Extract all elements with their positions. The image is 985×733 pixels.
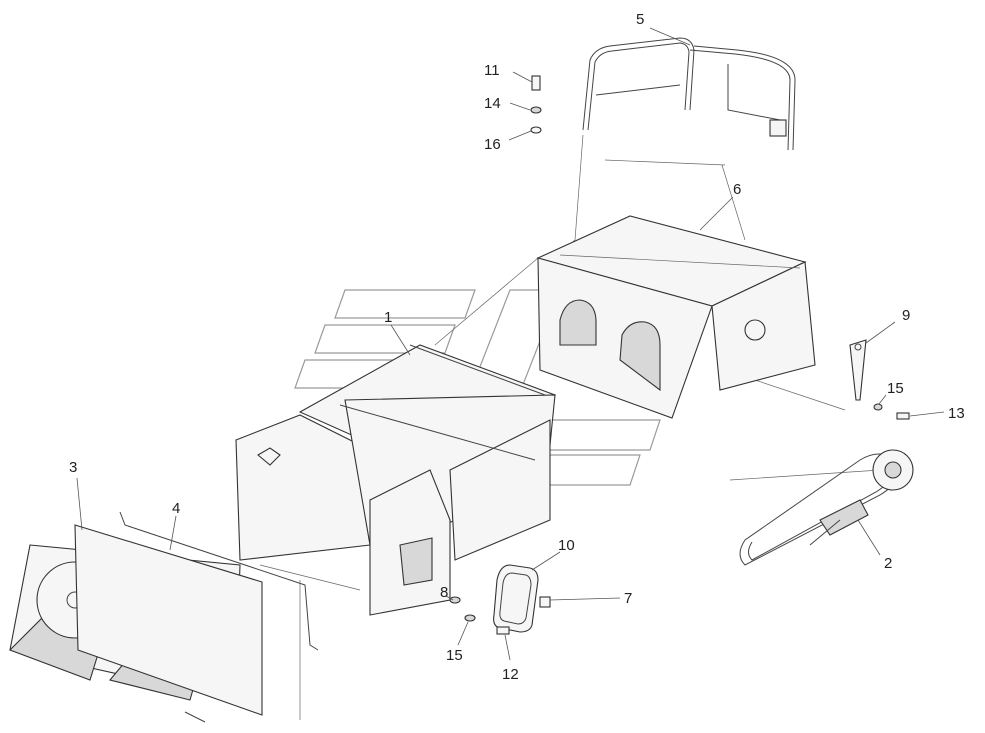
callout-5: 5	[636, 11, 644, 28]
callout-7: 7	[624, 590, 632, 607]
callout-4: 4	[172, 500, 180, 517]
callout-10: 10	[558, 537, 575, 554]
callout-2: 2	[884, 555, 892, 572]
callout-labels: 1 2 3 4 5 6 7 8 9 10 11 12 13 14 15 15 1…	[69, 11, 965, 683]
bracket-part-9	[849, 339, 867, 401]
door-frame-part-10	[493, 564, 539, 633]
callout-3: 3	[69, 459, 77, 476]
bolt-part-11	[531, 75, 541, 91]
callout-8: 8	[440, 584, 448, 601]
callout-1: 1	[384, 309, 392, 326]
bolt-part-13	[896, 412, 910, 420]
radiator-frame-part-4	[74, 511, 319, 723]
latch-part-7	[539, 596, 551, 608]
washer-part-16	[530, 126, 542, 134]
nut-part-14	[530, 106, 542, 114]
guard-rail-part-5	[582, 37, 796, 151]
callout-14: 14	[484, 95, 501, 112]
nut-part-15-left	[464, 614, 476, 622]
callout-6: 6	[733, 181, 741, 198]
callout-11: 11	[484, 62, 500, 79]
main-frame-part-1	[235, 344, 557, 616]
callout-16: 16	[484, 136, 501, 153]
nut-part-15-right	[873, 403, 883, 411]
top-cover-part-6	[536, 215, 816, 419]
callout-13: 13	[948, 405, 965, 422]
callout-15-left: 15	[446, 647, 463, 664]
leader-lines	[76, 27, 945, 661]
callout-15-right: 15	[887, 380, 904, 397]
belt-drive-part-2	[739, 449, 914, 566]
fasteners	[449, 75, 910, 635]
callout-12: 12	[502, 666, 519, 683]
nut-part-8	[449, 596, 461, 604]
callout-9: 9	[902, 307, 910, 324]
bolt-part-12	[496, 626, 510, 635]
